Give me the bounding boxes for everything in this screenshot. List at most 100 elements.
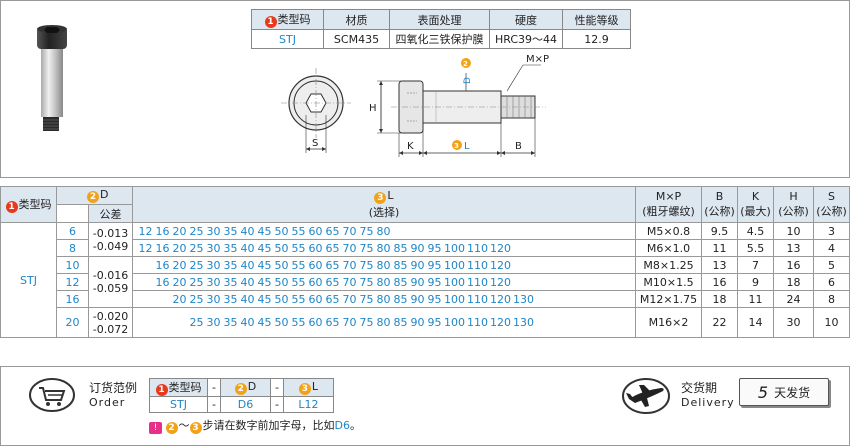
order-l-value: L12	[282, 396, 334, 413]
d-value: 20	[56, 307, 89, 338]
label-d: D	[463, 77, 473, 84]
b-value: 18	[701, 290, 738, 308]
order-dash: -	[207, 378, 221, 397]
k-value: 7	[737, 256, 774, 274]
h-value: 16	[773, 256, 814, 274]
h-value: 30	[773, 307, 814, 338]
order-title-en: Order	[89, 396, 126, 409]
delivery-days-badge: 5 天发货	[739, 378, 829, 406]
header-h: H(公称)	[773, 186, 814, 223]
spec-header-surface: 表面处理	[389, 9, 490, 30]
b-value: 9.5	[701, 222, 738, 240]
h-value: 24	[773, 290, 814, 308]
k-value: 5.5	[737, 239, 774, 257]
number-2-icon: 2	[165, 422, 178, 434]
d-value: 16	[56, 290, 89, 308]
k-value: 14	[737, 307, 774, 338]
b-value: 11	[701, 239, 738, 257]
spec-surface-value: 四氧化三铁保护膜	[389, 29, 490, 49]
d-value: 10	[56, 256, 89, 274]
h-value: 18	[773, 273, 814, 291]
spec-header-grade: 性能等级	[562, 9, 632, 30]
order-dash: -	[207, 396, 221, 413]
label-h: H	[369, 103, 377, 114]
mp-value: M6×1.0	[635, 239, 702, 257]
tolerance-value: -0.020-0.072	[88, 307, 133, 338]
header-s: S(公称)	[813, 186, 850, 223]
s-value: 3	[813, 222, 850, 240]
label-s: S	[312, 138, 318, 149]
product-photo	[37, 25, 67, 131]
delivery-title: 交货期 Delivery	[681, 379, 735, 409]
tolerance-value: -0.013-0.049	[88, 222, 133, 257]
label-mp: M×P	[526, 54, 549, 65]
h-value: 10	[773, 222, 814, 240]
number-1-icon: 1	[5, 201, 18, 213]
order-value-row: STJ - D6 - L12	[149, 396, 334, 413]
label-l-number: 3	[454, 142, 459, 150]
label-l: L	[464, 141, 470, 152]
b-value: 16	[701, 273, 738, 291]
header-tolerance: 公差	[88, 204, 133, 223]
technical-drawing: S H 2 D	[281, 54, 549, 157]
spec-grade-value: 12.9	[562, 29, 632, 49]
info-icon: !	[149, 422, 162, 434]
mp-value: M12×1.75	[635, 290, 702, 308]
mp-value: M8×1.25	[635, 256, 702, 274]
number-3-icon: 3	[374, 192, 387, 204]
spec-material-value: SCM435	[323, 29, 390, 49]
s-value: 4	[813, 239, 850, 257]
s-value: 8	[813, 290, 850, 308]
d-value: 6	[56, 222, 89, 240]
k-value: 9	[737, 273, 774, 291]
mp-value: M16×2	[635, 307, 702, 338]
spec-header-hardness: 硬度	[488, 9, 564, 30]
number-3-icon: 3	[298, 383, 311, 395]
type-value: STJ	[0, 222, 57, 338]
b-value: 22	[701, 307, 738, 338]
header-mp: M×P(粗牙螺纹)	[635, 186, 702, 223]
h-value: 13	[773, 239, 814, 257]
label-k: K	[407, 141, 414, 152]
number-1-icon: 1	[155, 384, 168, 396]
delivery-title-en: Delivery	[681, 396, 735, 409]
s-value: 10	[813, 307, 850, 338]
number-3-icon: 3	[189, 422, 202, 434]
side-view: H 2 D M×P	[369, 54, 549, 157]
delivery-days: 5	[757, 382, 769, 402]
airplane-icon	[622, 378, 670, 414]
number-2-icon: 2	[234, 383, 247, 395]
number-1-icon: 1	[264, 16, 277, 28]
order-title: 订货范例 Order	[89, 379, 137, 409]
label-d-number: 2	[463, 60, 468, 68]
header-d-blank	[56, 204, 89, 223]
s-value: 5	[813, 256, 850, 274]
spec-hardness-value: HRC39～44	[488, 29, 564, 49]
label-b: B	[515, 141, 522, 152]
header-b: B(公称)	[701, 186, 738, 223]
spec-value-row: STJ SCM435 四氧化三铁保护膜 HRC39～44 12.9	[251, 29, 632, 49]
spec-header-material: 材质	[323, 9, 390, 30]
